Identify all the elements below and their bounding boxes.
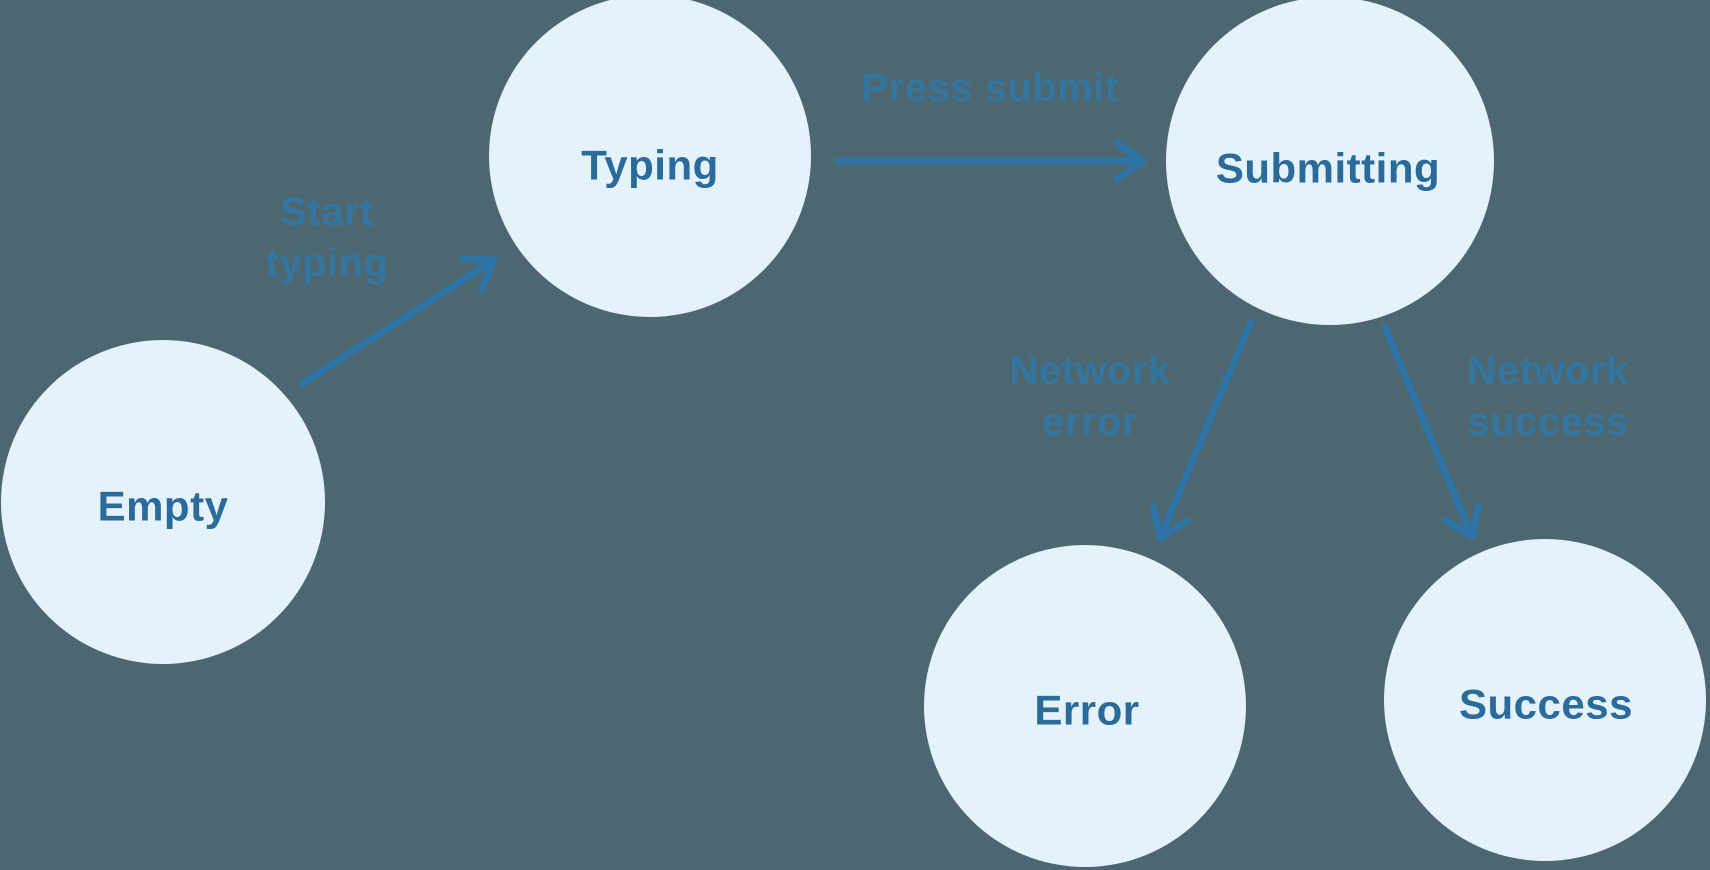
- node-empty: Empty: [1, 340, 325, 664]
- edge-submitting-to-error-arrow: [1150, 318, 1255, 542]
- node-typing-label: Typing: [581, 142, 719, 189]
- node-empty-circle: [1, 340, 325, 664]
- edge-label-network-error-line1: Network: [1009, 349, 1171, 393]
- edge-submitting-to-success-arrow: [1381, 323, 1483, 541]
- edge-empty-to-typing: Start typing: [266, 190, 498, 388]
- edge-label-start-typing-line2: typing: [266, 241, 389, 285]
- node-success-label: Success: [1459, 681, 1633, 728]
- node-submitting-label: Submitting: [1216, 145, 1440, 192]
- node-success-circle: [1384, 539, 1706, 861]
- edges-layer: Start typing Press submit Network error …: [266, 66, 1629, 542]
- edge-label-press-submit: Press submit: [861, 66, 1118, 110]
- edge-label-start-typing-line1: Start: [280, 190, 374, 234]
- node-submitting-circle: [1166, 0, 1494, 325]
- edge-label-network-success-line2: success: [1467, 400, 1628, 444]
- node-error-label: Error: [1034, 687, 1139, 734]
- edge-submitting-to-success: Network success: [1381, 323, 1629, 541]
- node-submitting: Submitting: [1166, 0, 1494, 325]
- node-success: Success: [1384, 539, 1706, 861]
- edge-typing-to-submitting: Press submit: [834, 66, 1147, 183]
- edge-label-network-success-line1: Network: [1467, 349, 1629, 393]
- node-typing-circle: [489, 0, 811, 317]
- node-empty-label: Empty: [98, 483, 229, 530]
- edge-submitting-to-error: Network error: [1009, 318, 1255, 542]
- node-error-circle: [924, 545, 1246, 867]
- node-error: Error: [924, 545, 1246, 867]
- edge-label-network-error-line2: error: [1042, 400, 1138, 444]
- edge-empty-to-typing-arrow: [298, 255, 498, 388]
- node-typing: Typing: [489, 0, 811, 317]
